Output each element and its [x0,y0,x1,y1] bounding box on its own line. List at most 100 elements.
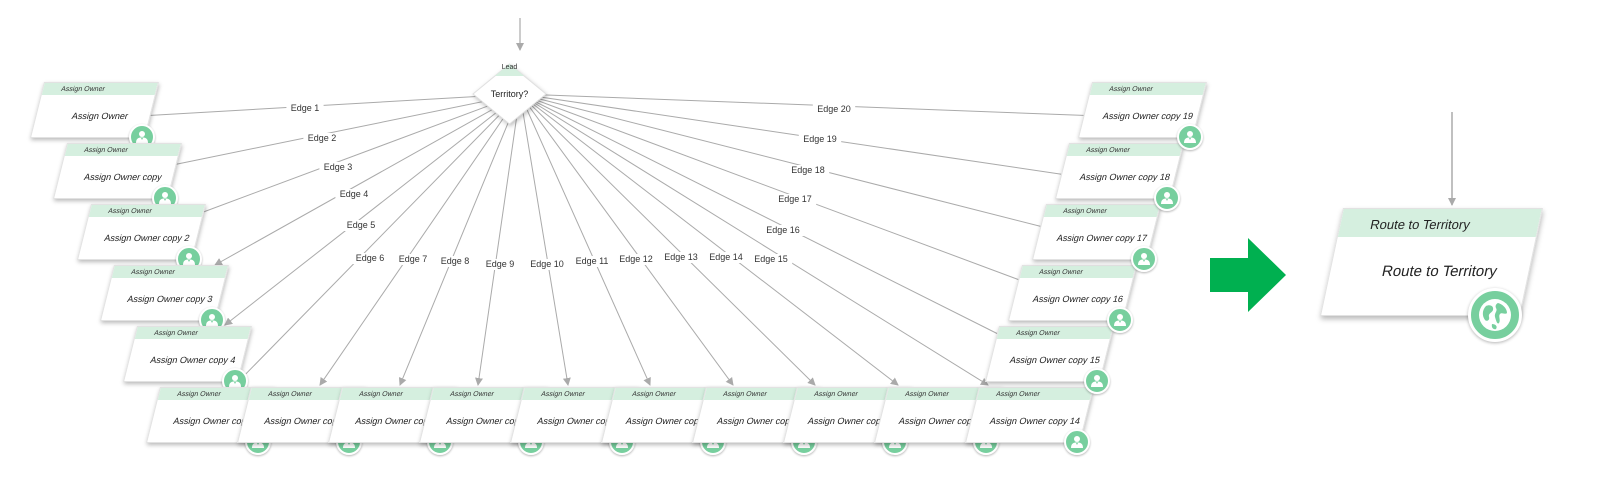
result-title: Route to Territory [1380,263,1499,280]
node-tag: Assign Owner [358,391,404,398]
node-title: Assign Owner copy 18 [1078,172,1172,182]
edge-label-bg [659,252,703,263]
route-to-territory-node[interactable]: Route to Territory Route to Territory [1320,208,1543,342]
edge-label-bg [704,252,748,263]
edge-label-bg [342,220,380,231]
edge-line-11[interactable] [519,93,651,386]
edge-label-bg [319,162,357,173]
edge-label-10: Edge 10 [530,259,564,269]
edge-label-3: Edge 3 [324,162,353,172]
edge-label-12: Edge 12 [619,254,653,264]
edge-label-9: Edge 9 [486,259,515,269]
edge-line-17[interactable] [519,93,1034,287]
edge-line-14[interactable] [519,93,899,386]
edge-label-bg [335,189,373,200]
person-icon [1131,246,1157,272]
decision-node[interactable]: Lead Territory? [472,63,547,125]
person-icon [1084,368,1110,394]
node-tag: Assign Owner [540,391,586,398]
edge-label-16: Edge 16 [766,225,800,235]
node-tag: Assign Owner [449,391,495,398]
node-tag: Assign Owner [1085,147,1131,154]
person-icon [129,124,155,150]
node-tag: Assign Owner [176,391,222,398]
edge-label-11: Edge 11 [576,256,609,266]
node-title: Assign Owner copy 19 [1101,111,1195,121]
edge-line-13[interactable] [519,93,816,386]
edge-line-5[interactable] [224,93,521,326]
node-title: Assign Owner copy 4 [149,355,237,365]
edge-label-8: Edge 8 [441,256,470,266]
edge-line-2[interactable] [157,93,521,171]
edge-line-16[interactable] [519,93,1011,341]
edge-line-8[interactable] [398,93,521,386]
edge-label-bg [481,259,519,270]
decision-tag: Lead [501,64,518,71]
edge-label-15: Edge 15 [754,254,788,264]
edge-line-9[interactable] [475,93,521,386]
edge-line-18[interactable] [519,93,1056,233]
edge-label-13: Edge 13 [664,252,698,262]
edge-label-bg [436,256,474,267]
edge-label-bg [394,254,432,265]
edge-label-2: Edge 2 [308,133,337,143]
node-tag: Assign Owner [1062,208,1108,215]
edge-label-bg [786,165,830,176]
edge-label-17: Edge 17 [778,194,812,204]
edge-line-12[interactable] [519,93,734,386]
edge-label-7: Edge 7 [399,254,428,264]
globe-icon [1468,288,1522,342]
edge-label-bg [303,133,341,144]
node-tag: Assign Owner [813,391,859,398]
node-title: Assign Owner copy 2 [103,233,191,243]
node-tag: Assign Owner [267,391,313,398]
node-tag: Assign Owner [995,391,1041,398]
node-tag: Assign Owner [904,391,950,398]
edge-line-7[interactable] [319,93,521,386]
edge-label-4: Edge 4 [340,189,369,199]
edge-label-bg [570,256,614,267]
node-title: Assign Owner copy 16 [1031,294,1125,304]
node-title: Assign Owner [70,111,130,121]
node-tag: Assign Owner [130,269,176,276]
edge-line-6[interactable] [234,93,521,386]
edge-label-19: Edge 19 [803,134,837,144]
edge-label-bg [761,225,805,236]
edge-label-bg [798,134,842,145]
edge-label-bg [749,254,793,265]
edge-line-1[interactable] [139,93,521,120]
edge-line-4[interactable] [214,93,521,266]
edge-line-20[interactable] [519,93,1101,120]
node-title: Assign Owner copy 15 [1008,355,1102,365]
node-tag: Assign Owner [153,330,199,337]
node-tag: Assign Owner [60,86,106,93]
edge-line-15[interactable] [519,93,989,386]
node-tag: Assign Owner [1038,269,1084,276]
node-tag: Assign Owner [631,391,677,398]
node-title: Assign Owner copy [82,172,163,182]
edge-label-14: Edge 14 [709,252,743,262]
person-icon [1154,185,1180,211]
edge-label-1: Edge 1 [291,103,320,113]
edge-line-10[interactable] [519,93,571,386]
edge-label-20: Edge 20 [817,104,851,114]
node-tag: Assign Owner [1108,86,1154,93]
node-tag: Assign Owner [722,391,768,398]
arrow-right-icon [1210,238,1286,312]
node-tag: Assign Owner [83,147,129,154]
edge-line-3[interactable] [189,93,521,219]
edge-label-6: Edge 6 [356,253,385,263]
node-tag: Assign Owner [107,208,153,215]
